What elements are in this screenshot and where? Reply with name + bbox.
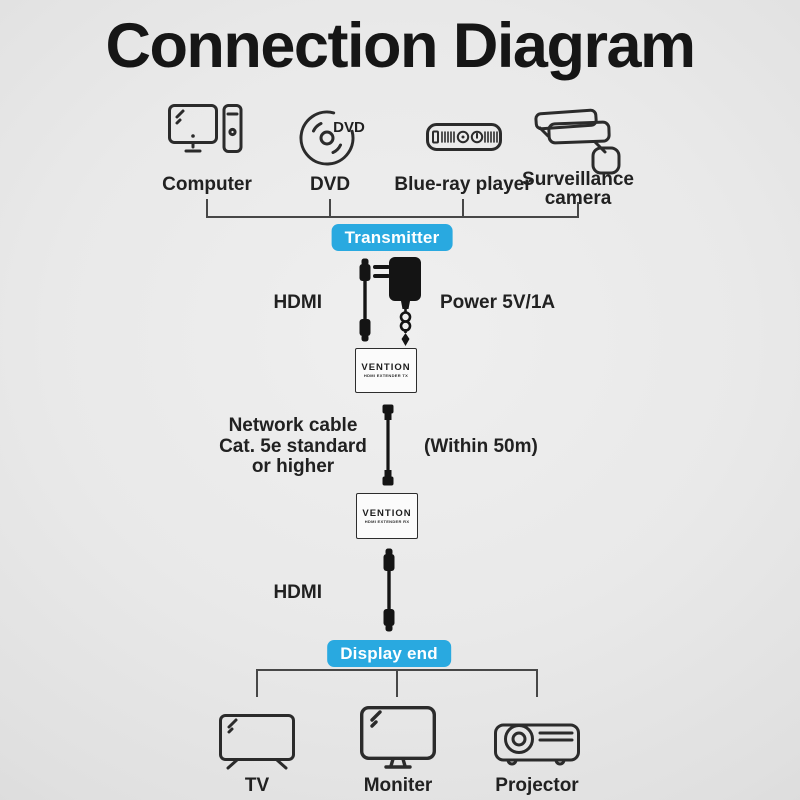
display-stub-tv [256, 669, 258, 697]
extender-rx-box: VENTION HDMI EXTENDER RX [356, 493, 418, 539]
extender-tx-model: HDMI EXTENDER TX [363, 373, 409, 378]
vention-logo-rx: VENTION [362, 507, 412, 519]
dvd-disc-text: DVD [333, 119, 365, 136]
extender-tx-box: VENTION HDMI EXTENDER TX [355, 348, 417, 393]
blue-ray-player-icon [426, 123, 502, 151]
network-note-line-1: Network cable [228, 415, 358, 436]
extender-rx-model: HDMI EXTENDER RX [364, 518, 410, 524]
tv-icon [219, 714, 295, 770]
device-label-surveillance: Surveillance camera [522, 169, 634, 210]
device-label-blue-ray: Blue-ray player [394, 174, 532, 195]
projector-icon [494, 723, 580, 766]
surveillance-camera-icon [534, 108, 621, 175]
source-stub-computer [206, 199, 208, 216]
source-bus-line [206, 216, 579, 218]
device-label-dvd: DVD [309, 174, 351, 195]
hdmi-label-rx: HDMI [273, 582, 322, 603]
device-label-monitor: Moniter [363, 775, 433, 796]
device-label-tv: TV [244, 775, 270, 796]
display-end-badge: Display end [327, 640, 451, 667]
dvd-icon: DVD [299, 110, 365, 166]
computer-icon [168, 104, 243, 153]
display-stub-projector [536, 669, 538, 697]
network-note-line-3: or higher [251, 456, 335, 477]
power-adapter-icon [373, 257, 421, 346]
monitor-icon [360, 706, 436, 769]
source-stub-surveillance [577, 202, 579, 216]
power-label: Power 5V/1A [440, 292, 556, 313]
display-stub-monitor [396, 669, 398, 697]
hdmi-label-tx: HDMI [273, 292, 322, 313]
hdmi-cable-icon [359, 258, 371, 342]
hdmi-cable-icon-2 [383, 548, 395, 632]
network-cable-icon [382, 404, 394, 486]
vention-logo-tx: VENTION [361, 362, 411, 373]
distance-note: (Within 50m) [424, 436, 538, 457]
network-cable-note: Network cable Cat. 5e standard or higher [208, 415, 378, 478]
page-title: Connection Diagram [105, 11, 696, 81]
device-label-computer: Computer [162, 174, 252, 195]
source-stub-blue-ray [462, 199, 464, 216]
network-note-line-2: Cat. 5e standard [219, 435, 367, 457]
device-label-projector: Projector [495, 775, 579, 796]
source-stub-dvd [329, 199, 331, 216]
transmitter-badge: Transmitter [331, 224, 453, 251]
